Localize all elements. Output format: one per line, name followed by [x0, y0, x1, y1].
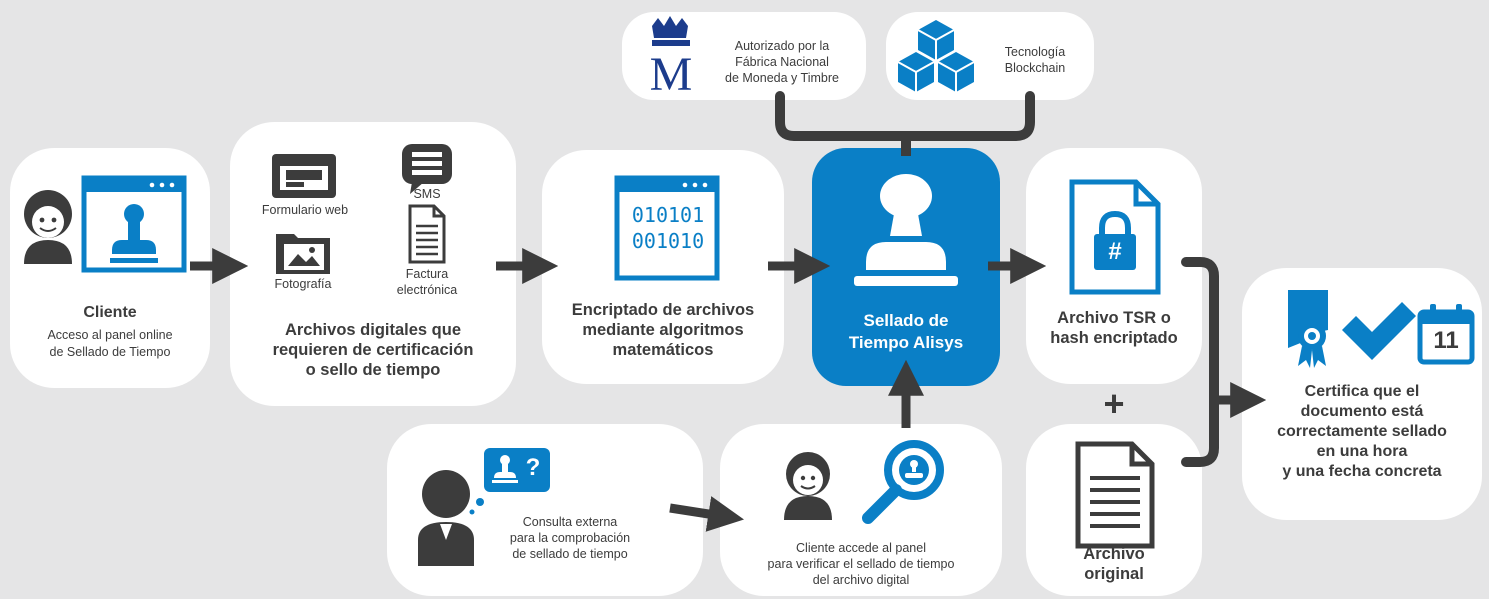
tsr-file-icon	[1069, 179, 1161, 295]
sellado-title: Sellado de Tiempo Alisys	[848, 311, 964, 352]
calendar-icon	[1417, 304, 1475, 365]
certifica-title: Certifica que el documento está correcta…	[1277, 383, 1447, 480]
fnmt-text: Autorizado por la Fábrica Nacional de Mo…	[725, 39, 839, 85]
blockchain-text: Tecnología Blockchain	[1004, 45, 1066, 75]
original-file-icon	[1075, 441, 1155, 549]
arrow-consulta-accede	[669, 496, 745, 532]
consulta-text: Consulta externa para la comprobación de…	[509, 515, 631, 561]
tsr-title: Archivo TSR o hash encriptado	[1050, 309, 1178, 347]
big-stamp-icon	[854, 174, 958, 286]
consulta-tie-icon	[440, 524, 452, 540]
cliente-accede-card	[720, 424, 1002, 596]
cliente-title: Cliente	[83, 304, 137, 321]
formulario-label: Formulario web	[261, 203, 349, 217]
checkmark-icon	[1342, 302, 1416, 360]
plus-sign: +	[1103, 383, 1125, 424]
right-bracket-connector	[1181, 257, 1219, 467]
binary-code-text: 010101 001010	[631, 203, 705, 253]
factura-label: Factura electrónica	[396, 267, 458, 297]
hash-symbol: #	[1108, 238, 1122, 265]
consulta-bubble-q: ?	[525, 454, 541, 481]
consulta-bubble-icon	[469, 448, 550, 515]
certificate-ribbon-icon	[1288, 290, 1328, 368]
consulta-person-icon	[418, 470, 474, 566]
cliente-subtitle: Acceso al panel online de Sellado de Tie…	[47, 328, 173, 359]
archivos-title: Archivos digitales que requieren de cert…	[272, 321, 474, 379]
cliente-person-icon	[24, 190, 72, 264]
formulario-web-icon	[272, 154, 336, 198]
top-bracket-connector	[775, 91, 1035, 141]
fotografia-icon	[276, 234, 330, 274]
magnifier-stamp-icon	[862, 440, 944, 524]
fotografia-label: Fotografía	[274, 277, 332, 291]
calendar-day: 11	[1433, 327, 1459, 354]
sms-label: SMS	[413, 187, 441, 201]
cliente-accede-text: Cliente accede al panel para verificar e…	[767, 541, 955, 587]
svg-text:M: M	[650, 48, 693, 101]
browser-stamp-icon	[81, 175, 187, 273]
encriptado-title: Encriptado de archivos mediante algoritm…	[571, 301, 755, 359]
original-title: Archivo original	[1083, 545, 1145, 583]
encriptado-browser-icon	[614, 175, 720, 281]
factura-electronica-icon	[408, 204, 446, 264]
accede-person-icon	[784, 452, 832, 520]
sms-icon	[402, 144, 452, 194]
fnmt-logo-icon: M	[650, 16, 693, 101]
